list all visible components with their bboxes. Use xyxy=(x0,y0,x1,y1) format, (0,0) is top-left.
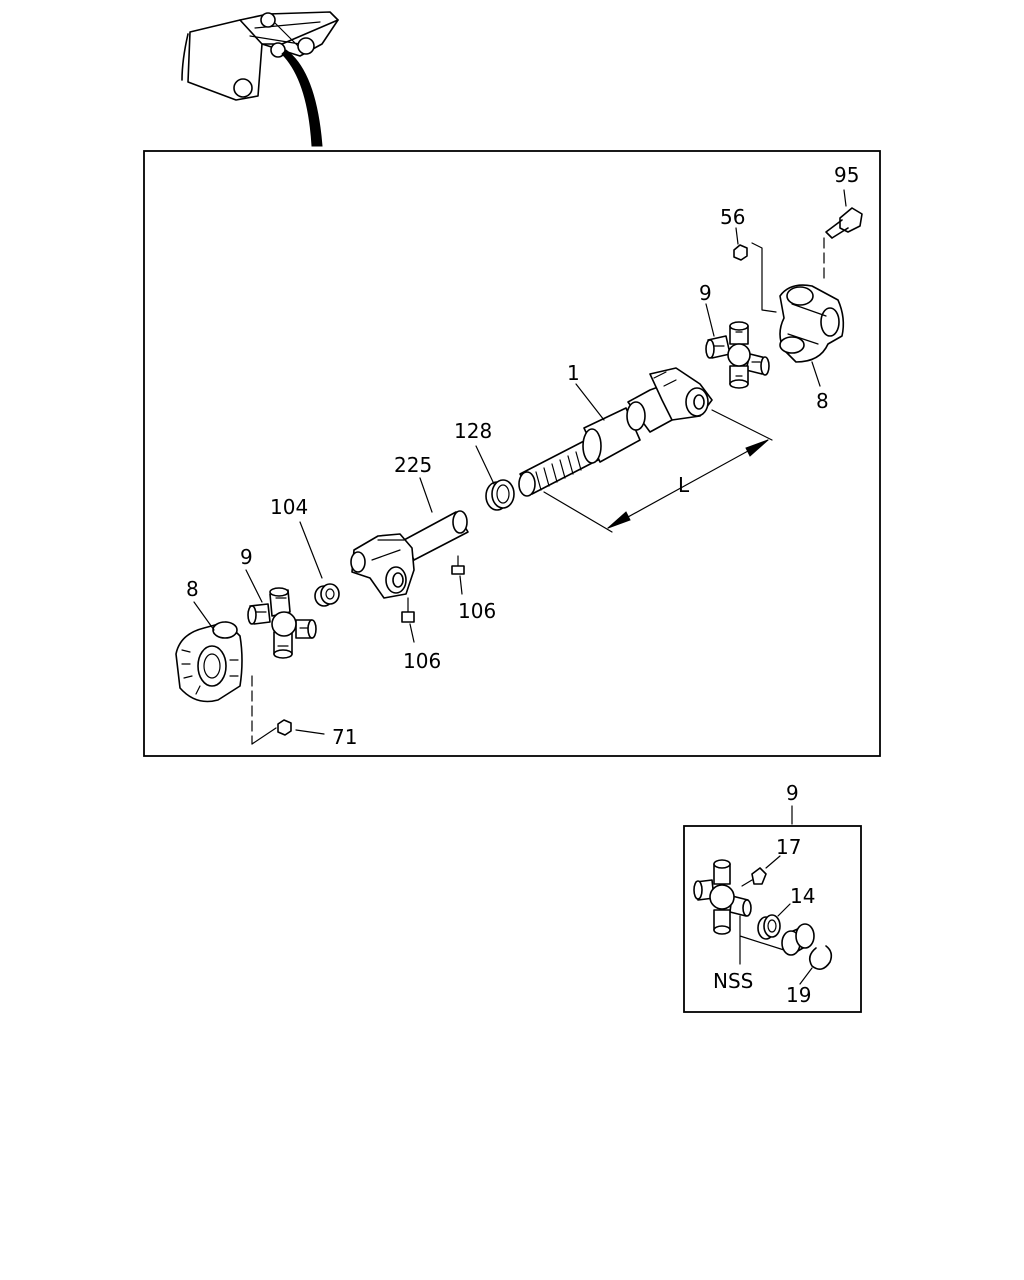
flange-yoke-8-left xyxy=(175,621,277,745)
detail-cross-spider xyxy=(693,859,752,935)
detail-seal-14 xyxy=(757,914,781,940)
nut-56 xyxy=(733,242,777,313)
callout-106-a: 106 xyxy=(458,599,496,623)
universal-joint-9-left xyxy=(247,587,317,659)
callout-225: 225 xyxy=(394,453,432,477)
detail-snap-ring-19 xyxy=(808,945,833,970)
detail-label-nss: NSS xyxy=(713,969,753,993)
leader-lines xyxy=(193,189,847,735)
detail-callout-17: 17 xyxy=(776,835,801,859)
bolt-95 xyxy=(823,207,863,283)
main-diagram-frame xyxy=(143,150,881,757)
detail-grease-fitting-17 xyxy=(741,867,767,887)
bearing-cup-104 xyxy=(314,583,340,607)
callout-1: 1 xyxy=(567,361,580,385)
callout-106-b: 106 xyxy=(403,649,441,673)
seal-ring-128 xyxy=(485,479,515,511)
universal-joint-9-right xyxy=(705,321,770,389)
dimension-L-label: L xyxy=(678,473,690,497)
detail-callout-14: 14 xyxy=(790,884,815,908)
flange-yoke-8-right xyxy=(779,284,845,363)
detail-bearing-cup xyxy=(781,923,815,956)
callout-9-top: 9 xyxy=(699,281,712,305)
detail-callout-9: 9 xyxy=(786,781,799,805)
callout-9-left: 9 xyxy=(240,545,253,569)
grease-fitting-106-b xyxy=(401,597,415,623)
dimension-L xyxy=(543,409,773,533)
nut-71 xyxy=(277,719,292,736)
callout-56: 56 xyxy=(720,205,745,229)
callout-95: 95 xyxy=(834,163,859,187)
grease-fitting-106-a xyxy=(451,555,465,575)
slip-yoke-225 xyxy=(350,510,469,599)
truck-locator-icon xyxy=(181,11,339,147)
detail-frame xyxy=(683,825,862,1013)
detail-leader-lines xyxy=(739,855,813,985)
propeller-shaft-1 xyxy=(518,367,713,497)
detail-callout-19: 19 xyxy=(786,983,811,1007)
callout-8-right: 8 xyxy=(816,389,829,413)
callout-104: 104 xyxy=(270,495,308,519)
callout-128: 128 xyxy=(454,419,492,443)
callout-8-left: 8 xyxy=(186,577,199,601)
callout-71: 71 xyxy=(332,725,357,749)
